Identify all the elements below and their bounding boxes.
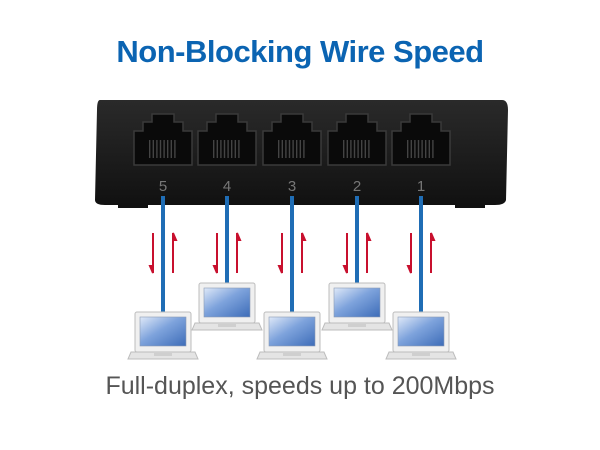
arrow-down-icon [148, 233, 154, 274]
port-number: 1 [417, 178, 425, 195]
laptop-icon [127, 311, 199, 360]
jack-pin [368, 140, 370, 158]
jack-pin [170, 140, 172, 158]
port-1: 1 [385, 113, 457, 360]
jack-pin [220, 140, 222, 158]
port-number: 3 [288, 178, 296, 195]
port-number: 5 [159, 178, 167, 195]
jack-pin [281, 140, 283, 158]
jack-pin [299, 140, 301, 158]
jack-pin [428, 140, 430, 158]
jack-pin [425, 140, 427, 158]
jack-pin [227, 140, 229, 158]
jack-pin [213, 140, 215, 158]
rj45-jack [327, 113, 387, 166]
arrow-down-icon [342, 233, 348, 274]
laptop-icon [191, 282, 263, 331]
jack-pin [407, 140, 409, 158]
arrow-down-icon [212, 233, 218, 274]
jack-pin [156, 140, 158, 158]
jack-pin [167, 140, 169, 158]
rj45-jack [133, 113, 193, 166]
jack-pin [216, 140, 218, 158]
arrow-up-icon [366, 232, 372, 273]
jack-pin [432, 140, 434, 158]
laptop-screen [397, 316, 445, 347]
laptop-trackpad [218, 324, 236, 327]
port-2: 2 [321, 113, 393, 331]
laptop-icon [256, 311, 328, 360]
jack-pin [343, 140, 345, 158]
laptop-screen [139, 316, 187, 347]
jack-pin [152, 140, 154, 158]
laptop-icon [385, 311, 457, 360]
jack-pin [159, 140, 162, 158]
laptop-trackpad [154, 353, 172, 356]
jack-pin [238, 140, 240, 158]
jack-pin [421, 140, 423, 158]
jack-pin [149, 140, 151, 158]
port-number: 4 [223, 178, 231, 195]
arrow-up-icon [172, 232, 178, 273]
jack-pin [346, 140, 348, 158]
jack-pin [353, 140, 356, 158]
arrow-up-icon [236, 232, 242, 273]
laptop-trackpad [283, 353, 301, 356]
page-title: Non-Blocking Wire Speed [116, 34, 484, 69]
laptop-screen [333, 287, 381, 318]
jack-pin [285, 140, 287, 158]
jack-pin [223, 140, 226, 158]
jack-pin [350, 140, 352, 158]
port-5: 5 [127, 113, 199, 360]
arrow-down-icon [277, 233, 283, 274]
port-3: 3 [256, 113, 328, 360]
jack-pin [163, 140, 165, 158]
port-4: 4 [191, 113, 263, 331]
rj45-jack [197, 113, 257, 166]
jack-pin [414, 140, 416, 158]
jack-pin [278, 140, 280, 158]
laptop-trackpad [348, 324, 366, 327]
jack-pin [288, 140, 291, 158]
laptop-screen [203, 287, 251, 318]
jack-pin [234, 140, 236, 158]
jack-pin [292, 140, 294, 158]
subtitle: Full-duplex, speeds up to 200Mbps [105, 372, 495, 400]
jack-pin [417, 140, 420, 158]
laptop-screen [268, 316, 316, 347]
jack-pin [303, 140, 305, 158]
rj45-jack [391, 113, 451, 166]
arrow-up-icon [430, 232, 436, 273]
rj45-jack [262, 113, 322, 166]
jack-pin [231, 140, 233, 158]
jack-pin [410, 140, 412, 158]
laptop-trackpad [412, 353, 430, 356]
port-number: 2 [353, 178, 361, 195]
laptop-icon [321, 282, 393, 331]
jack-pin [296, 140, 298, 158]
jack-pin [174, 140, 176, 158]
arrow-down-icon [406, 233, 412, 274]
arrow-up-icon [301, 232, 307, 273]
jack-pin [364, 140, 366, 158]
jack-pin [361, 140, 363, 158]
jack-pin [357, 140, 359, 158]
